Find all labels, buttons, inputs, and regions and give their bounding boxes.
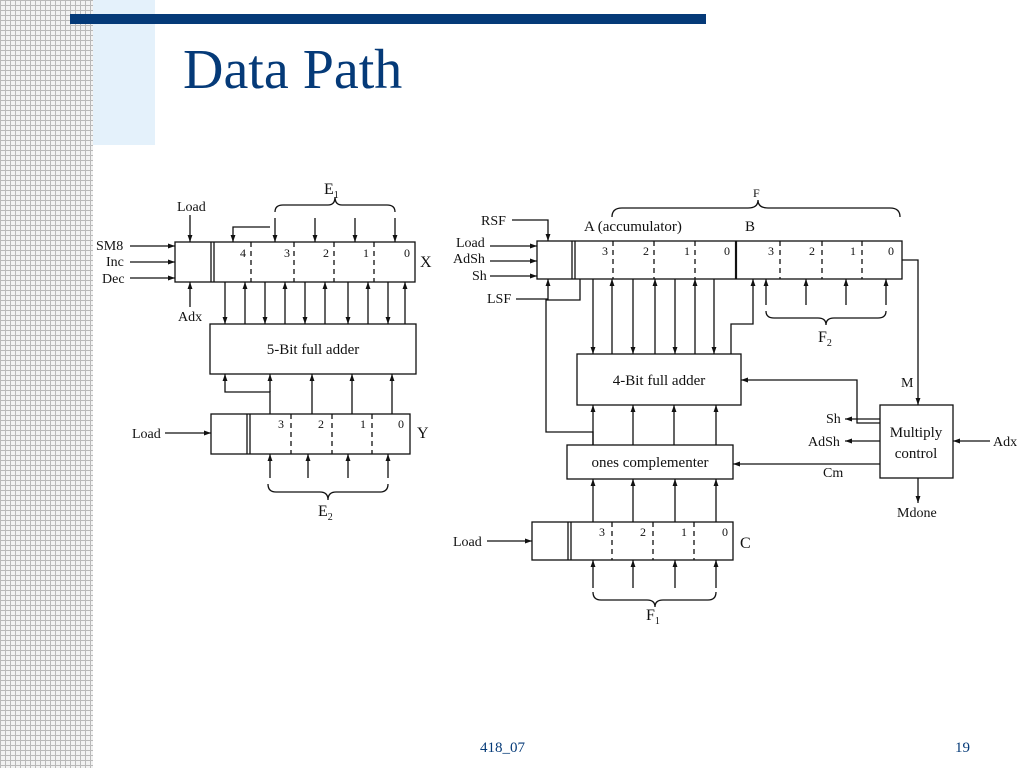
label-adx-left: Adx [178, 310, 202, 325]
label-cm: Cm [823, 466, 843, 481]
label-load-y: Load [132, 427, 161, 442]
label-adsh-ab: AdSh [453, 252, 485, 267]
label-e1: E1 [324, 181, 339, 201]
label-acc: A (accumulator) [584, 219, 682, 235]
c-bit-3: 3 [599, 525, 605, 539]
multiply-control-box [879, 404, 954, 479]
a-bit-1: 1 [684, 244, 690, 258]
page-number: 19 [955, 740, 970, 756]
five-bit-adder-label: 5-Bit full adder [267, 342, 359, 358]
right-datapath [487, 199, 990, 608]
title-accent-bar [70, 14, 706, 24]
x-bit-2: 2 [323, 246, 329, 260]
b-bit-2: 2 [809, 244, 815, 258]
label-sh-out: Sh [826, 412, 841, 427]
label-y: Y [417, 425, 429, 442]
label-mdone: Mdone [897, 506, 937, 521]
grid-pattern-strip [0, 0, 93, 768]
right-labels: F RSF A (accumulator) B Load AdSh Sh LSF… [453, 186, 1017, 627]
four-bit-adder-label: 4-Bit full adder [613, 373, 705, 389]
b-bit-3: 3 [768, 244, 774, 258]
c-register [531, 521, 734, 561]
y-register [210, 413, 411, 455]
multiply-control-label-1: Multiply [890, 425, 943, 441]
footer-code: 418_07 [480, 740, 525, 756]
ones-complementer-label: ones complementer [591, 455, 708, 471]
y-bit-3: 3 [278, 417, 284, 431]
label-x: X [420, 254, 432, 271]
x-bit-1: 1 [363, 246, 369, 260]
label-inc: Inc [106, 255, 124, 270]
c-bit-1: 1 [681, 525, 687, 539]
label-b: B [745, 219, 755, 235]
label-e2: E2 [318, 503, 333, 523]
y-bit-1: 1 [360, 417, 366, 431]
c-bit-2: 2 [640, 525, 646, 539]
label-c: C [740, 535, 751, 552]
c-bit-0: 0 [722, 525, 728, 539]
left-labels: Load SM8 Inc Dec Adx 4 3 2 1 0 X E1 5-Bi… [96, 181, 432, 523]
label-load-c: Load [453, 535, 482, 550]
label-adx-right: Adx [993, 435, 1017, 450]
label-m: M [901, 376, 914, 391]
x-bit-3: 3 [284, 246, 290, 260]
x-bit-4: 4 [240, 246, 246, 260]
multiply-control-label-2: control [895, 446, 938, 462]
y-bit-0: 0 [398, 417, 404, 431]
y-bit-2: 2 [318, 417, 324, 431]
label-rsf: RSF [481, 214, 506, 229]
label-dec: Dec [102, 272, 125, 287]
title-accent-panel [93, 0, 155, 145]
label-load-ab: Load [456, 236, 485, 251]
label-load-x: Load [177, 200, 206, 215]
a-bit-3: 3 [602, 244, 608, 258]
b-bit-0: 0 [888, 244, 894, 258]
ab-register [536, 240, 903, 280]
label-f: F [753, 186, 760, 200]
x-bit-0: 0 [404, 246, 410, 260]
label-f2: F2 [818, 329, 832, 349]
label-f1: F1 [646, 607, 660, 627]
label-sm8: SM8 [96, 239, 123, 254]
left-datapath [130, 196, 417, 501]
b-bit-1: 1 [850, 244, 856, 258]
a-bit-0: 0 [724, 244, 730, 258]
label-lsf: LSF [487, 292, 511, 307]
a-bit-2: 2 [643, 244, 649, 258]
label-adsh-out: AdSh [808, 435, 840, 450]
label-sh-ab: Sh [472, 269, 487, 284]
slide-title: Data Path [183, 39, 403, 101]
